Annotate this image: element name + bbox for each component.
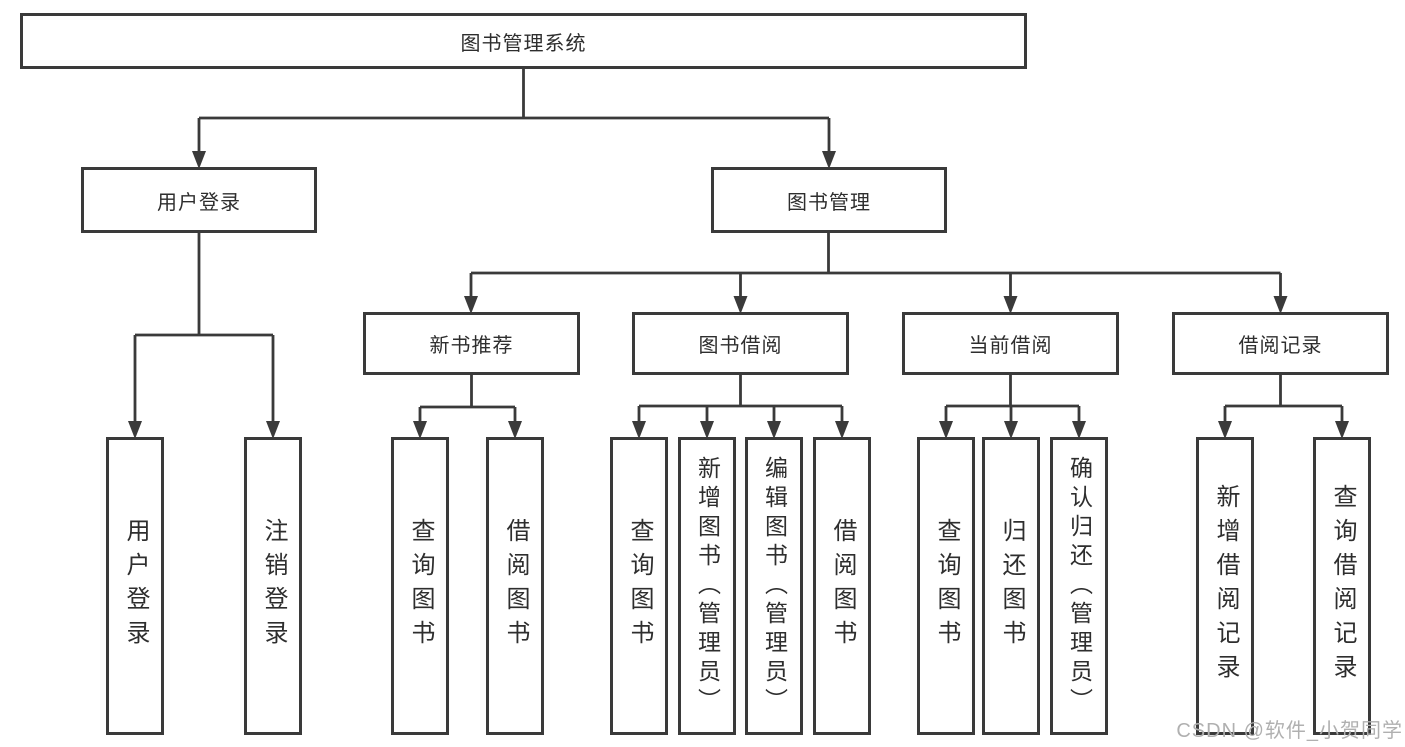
leaf-user-login: 用户登录 [106,437,164,735]
leaf-edit-book-admin: 编辑图书（管理员） [745,437,803,735]
arrowheads [128,151,1349,439]
node-book-borrowing: 图书借阅 [632,312,849,375]
leaf-borrow-books-borrowing: 借阅图书 [813,437,871,735]
leaf-label: 借阅图书 [829,518,856,654]
node-label: 图书借阅 [698,335,783,357]
leaf-add-book-admin: 新增图书（管理员） [678,437,736,735]
leaf-return-book: 归还图书 [982,437,1040,735]
leaf-logout: 注销登录 [244,437,302,735]
leaf-label: 查询借阅记录 [1329,484,1356,688]
node-user-login: 用户登录 [81,167,317,233]
leaf-query-books-recommend: 查询图书 [391,437,449,735]
node-label: 图书管理 [787,191,871,214]
watermark-text: CSDN @软件_小贺同学 [1176,720,1403,742]
connector-paths [133,68,1344,422]
leaf-label: 查询图书 [933,518,960,654]
node-label: 图书管理系统 [460,32,587,55]
node-current-borrowing: 当前借阅 [902,312,1119,375]
leaf-label: 新增借阅记录 [1212,484,1239,688]
leaf-label: 用户登录 [122,518,149,654]
leaf-label: 查询图书 [407,518,434,654]
leaf-label: 借阅图书 [502,518,529,654]
leaf-query-borrow-record: 查询借阅记录 [1313,437,1371,735]
leaf-query-books-current: 查询图书 [917,437,975,735]
leaf-label: 新增图书（管理员） [694,455,721,717]
node-book-management: 图书管理 [711,167,947,233]
node-label: 用户登录 [157,191,241,214]
leaf-confirm-return-admin: 确认归还（管理员） [1050,437,1108,735]
leaf-label: 注销登录 [260,518,287,654]
leaf-label: 确认归还（管理员） [1066,455,1093,717]
node-label: 借阅记录 [1238,335,1323,357]
node-label: 当前借阅 [968,335,1053,357]
leaf-label: 编辑图书（管理员） [761,455,788,717]
leaf-label: 归还图书 [998,518,1025,654]
leaf-borrow-books-recommend: 借阅图书 [486,437,544,735]
leaf-query-books-borrowing: 查询图书 [610,437,668,735]
node-borrowing-records: 借阅记录 [1172,312,1389,375]
leaf-add-borrow-record: 新增借阅记录 [1196,437,1254,735]
node-label: 新书推荐 [429,335,514,357]
leaf-label: 查询图书 [626,518,653,654]
node-new-book-recommend: 新书推荐 [363,312,580,375]
node-root-library-system: 图书管理系统 [20,13,1027,69]
